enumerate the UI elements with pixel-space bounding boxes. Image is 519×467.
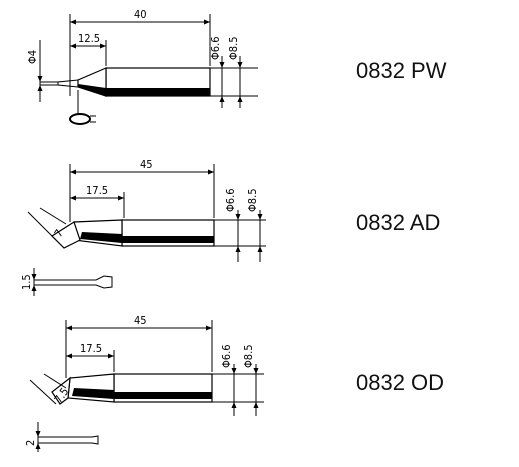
tip-pw-diameter-large: Φ8.5 <box>227 36 240 60</box>
tip-ad-diameter-large: Φ8.5 <box>246 188 259 212</box>
tip-ad-shaft-band <box>122 236 214 243</box>
tip-ad-length-total: 45 <box>140 158 153 171</box>
tip-od-shaft-band <box>114 392 212 399</box>
tip-pw-diameter-small: Φ6.6 <box>209 36 222 60</box>
tip-pw-code: 0832 PW <box>356 58 447 83</box>
tip-ad-code: 0832 AD <box>356 210 440 235</box>
tip-pw-length-front: 12.5 <box>78 32 100 45</box>
tip-ad-side-view <box>48 275 113 289</box>
tip-pw-length-total: 40 <box>134 8 147 21</box>
tip-od-point <box>51 376 71 405</box>
tip-od-length-total: 45 <box>134 314 147 327</box>
tip-ad-length-front: 17.5 <box>86 184 108 197</box>
tip-od: 45 17.5 Φ6.6 Φ8.5 7.5 2 0832 OD <box>24 314 444 452</box>
tip-od-diameter-large: Φ8.5 <box>242 344 255 368</box>
tip-od-code: 0832 OD <box>356 370 444 395</box>
tip-pw-point <box>57 79 79 88</box>
tip-od-length-front: 17.5 <box>80 342 102 355</box>
tip-pw: 40 12.5 Φ6.6 Φ8.5 Φ4 0832 PW <box>26 8 447 125</box>
tip-od-side-dim: 2 <box>24 440 37 446</box>
tip-od-diameter-small: Φ6.6 <box>220 344 233 368</box>
tip-ad-point <box>51 221 81 249</box>
tip-pw-tip-width: Φ4 <box>26 50 39 64</box>
tip-od-side-view <box>52 435 99 445</box>
tip-ad-diameter-small: Φ6.6 <box>224 188 237 212</box>
tip-pw-shaft-band <box>106 88 210 96</box>
tip-ad: 45 17.5 Φ6.6 Φ8.5 7 1.5 0832 AD <box>20 158 440 296</box>
tip-pw-section <box>69 113 91 125</box>
tip-ad-side-dim: 1.5 <box>20 274 33 290</box>
